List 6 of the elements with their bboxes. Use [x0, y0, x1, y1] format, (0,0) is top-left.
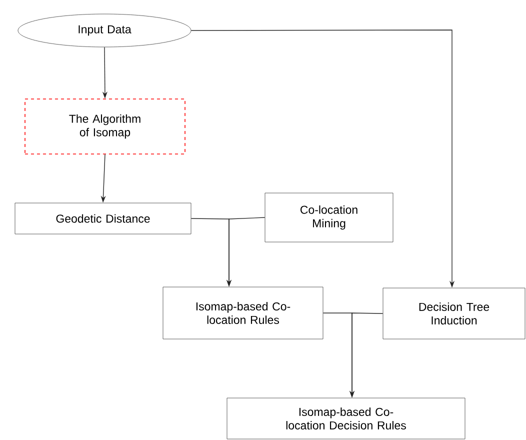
process-box: Decision Tree Induction — [382, 288, 526, 340]
process-box: Isomap-based Co-location Rules — [162, 286, 324, 340]
process-box: The Algorithm of Isomap — [24, 98, 186, 154]
process-box: Geodetic Distance — [14, 202, 192, 234]
process-box: Co-location Mining — [264, 192, 394, 242]
process-box: Isomap-based Co-location Decision Rules — [226, 398, 466, 440]
